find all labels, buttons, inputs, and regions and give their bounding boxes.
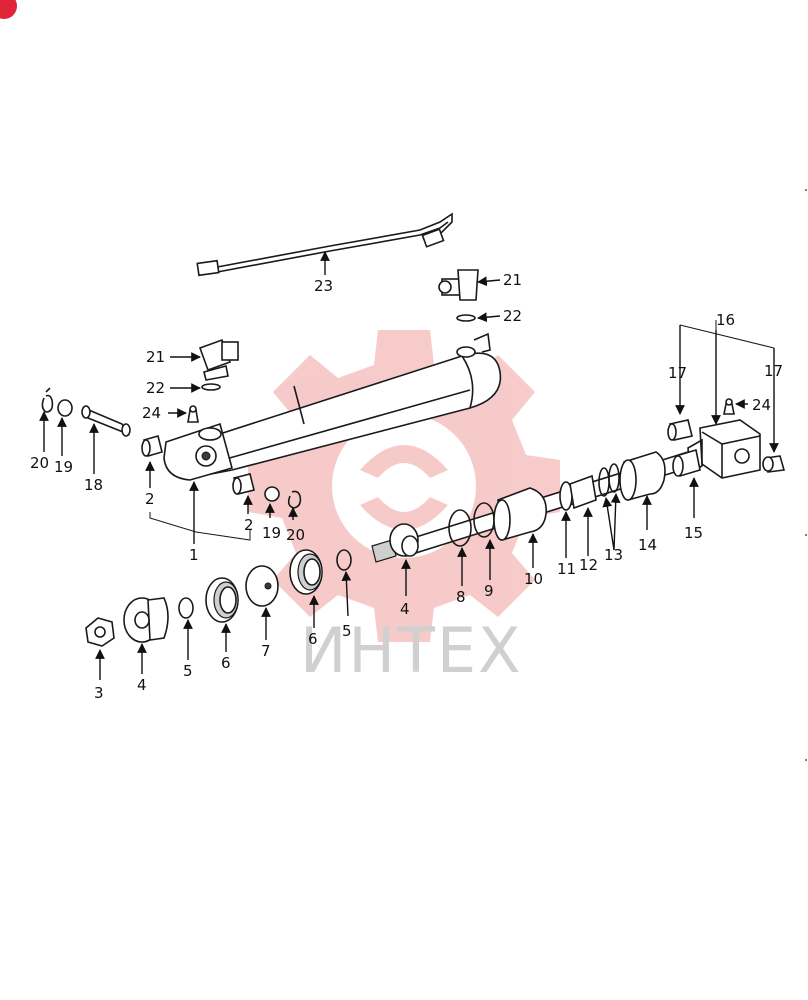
edge-dot-3 (805, 759, 807, 761)
bushing-2-right (232, 473, 255, 495)
callout-2-left: 2 (145, 490, 155, 508)
callout-9: 9 (484, 582, 494, 600)
corner-badge (0, 0, 17, 19)
nut-3 (85, 617, 115, 647)
callout-16: 16 (716, 311, 735, 329)
callout-15: 15 (684, 524, 703, 542)
washer-19-right (264, 486, 280, 502)
edge-dot-1 (805, 189, 807, 191)
bushing-17-left (667, 419, 693, 441)
callout-5-right: 5 (342, 622, 352, 640)
callout-8: 8 (456, 588, 466, 606)
callout-21-right: 21 (503, 271, 522, 289)
callout-24-right: 24 (752, 396, 771, 414)
callout-20-left: 20 (30, 454, 49, 472)
callout-22-right: 22 (503, 307, 522, 325)
callout-14: 14 (638, 536, 657, 554)
callout-10: 10 (524, 570, 543, 588)
callout-12: 12 (579, 556, 598, 574)
seal-6-right (289, 549, 323, 595)
gland-4-bottom (123, 597, 169, 643)
snap-ring-20-right (287, 490, 302, 509)
callout-1: 1 (189, 546, 199, 564)
washer-7 (245, 565, 279, 607)
callout-13: 13 (604, 546, 623, 564)
callout-3: 3 (94, 684, 104, 702)
ring-5-right (336, 549, 352, 571)
seal-13b (608, 463, 620, 493)
bushing-17-right (762, 455, 786, 473)
callout-2-right: 2 (244, 516, 254, 534)
grease-fitting-24-left (187, 405, 199, 423)
callout-4-bottom: 4 (137, 676, 147, 694)
callout-20-right: 20 (286, 526, 305, 544)
callout-7: 7 (261, 642, 271, 660)
rod-end-block-16 (687, 419, 761, 479)
callout-23: 23 (314, 277, 333, 295)
callout-17-left: 17 (668, 364, 687, 382)
callout-6-right: 6 (308, 630, 318, 648)
o-ring-22-right (456, 314, 476, 322)
callout-6-left: 6 (221, 654, 231, 672)
callout-4-rod: 4 (400, 600, 410, 618)
bushing-2-left (141, 435, 163, 457)
ring-5-left (178, 597, 194, 619)
piston-rod-assembly (371, 448, 701, 563)
callout-17-right: 17 (764, 362, 783, 380)
elbow-fitting-21-left (198, 338, 239, 381)
callout-19-right: 19 (262, 524, 281, 542)
elbow-fitting-21-right (438, 269, 479, 301)
edge-dot-2 (805, 534, 807, 536)
callout-labels: 23 21 22 21 22 24 20 19 18 2 2 1 19 20 1… (30, 271, 783, 702)
sleeve-12 (569, 474, 597, 510)
callout-22-left: 22 (146, 379, 165, 397)
seal-6-left (205, 577, 239, 623)
o-ring-22-left (201, 383, 221, 391)
callout-5-left: 5 (183, 662, 193, 680)
callout-19-left: 19 (54, 458, 73, 476)
washer-19-left (57, 399, 73, 417)
snap-ring-20-left (41, 387, 54, 413)
pipe-23 (196, 212, 453, 277)
callout-18: 18 (84, 476, 103, 494)
callout-21-left: 21 (146, 348, 165, 366)
leader-lines (39, 251, 779, 680)
watermark-text: ИНТЕХ (300, 614, 523, 687)
pin-18 (81, 405, 131, 437)
callout-11: 11 (557, 560, 576, 578)
callout-24-left: 24 (142, 404, 161, 422)
cylinder-body-1 (163, 332, 502, 481)
o-ring-8 (448, 509, 472, 547)
grease-fitting-24-right (723, 398, 735, 415)
